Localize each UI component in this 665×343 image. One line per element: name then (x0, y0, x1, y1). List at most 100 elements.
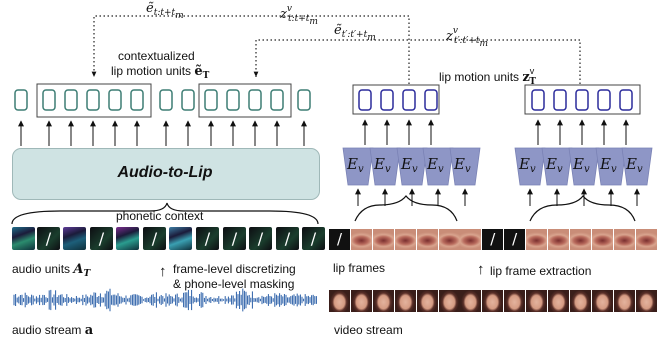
lip-frame (569, 229, 591, 250)
audio-unit-tile: / (37, 227, 60, 250)
encoder-ev (514, 147, 546, 186)
label-e-t-tm: ẽt:t+tm (146, 1, 184, 22)
frame-level-label: frame-level discretizing (173, 262, 296, 276)
video-frame (416, 290, 438, 312)
blue-unit (597, 89, 611, 111)
encoder-ev (396, 147, 428, 186)
lip-motion-units-label: lip motion units zvT (439, 66, 536, 87)
blue-unit (531, 89, 545, 111)
mask-slash: / (310, 229, 317, 248)
lip-frame (548, 229, 569, 250)
lip-frame (591, 229, 613, 250)
green-unit (42, 89, 56, 111)
green-unit (226, 89, 240, 111)
audio-unit-tile (169, 227, 192, 250)
encoder-ev-label: Ev (546, 155, 563, 176)
mask-slash: / (512, 230, 518, 248)
blue-unit (380, 89, 394, 111)
video-frame (460, 290, 482, 312)
up-arrow-icon: ↑ (159, 263, 167, 280)
encoder-ev-label: Ev (626, 155, 643, 176)
video-frame (526, 290, 548, 312)
encoder-ev (369, 147, 401, 186)
mask-slash: / (204, 229, 211, 248)
lip-frame (372, 229, 394, 250)
encoder-ev-label: Ev (573, 155, 590, 176)
video-frame (438, 290, 460, 312)
video-frame (613, 290, 635, 312)
encoder-ev (422, 147, 454, 186)
audio-stream-label: audio stream a (12, 323, 94, 338)
audio-units-label: audio units AT (12, 262, 91, 279)
video-frame (482, 290, 504, 312)
dotted-line-top (91, 15, 410, 84)
lip-frame: / (504, 229, 526, 250)
audio-unit-tile: / (223, 227, 246, 250)
green-unit (64, 89, 78, 111)
lip-frame: / (329, 229, 350, 250)
lip-frame (635, 229, 657, 250)
video-frame (394, 290, 416, 312)
brace-lip-right (529, 195, 636, 222)
label-z-t-tm: zvt:t+tm (280, 4, 318, 27)
green-unit (181, 89, 195, 111)
green-unit (14, 89, 28, 111)
encoder-ev-label: Ev (600, 155, 617, 176)
mask-slash: / (336, 230, 343, 248)
green-unit (130, 89, 144, 111)
lip-frame (460, 229, 482, 250)
blue-unit (619, 89, 633, 111)
audio-unit-tile (63, 227, 86, 250)
contextualized-units-label: lip motion units ẽT (111, 64, 210, 81)
mask-slash: / (490, 230, 496, 248)
blue-group-box (524, 84, 641, 115)
video-stream-label: video stream (334, 323, 403, 337)
encoder-ev-label: Ev (347, 155, 364, 176)
lip-frames-label: lip frames (333, 261, 386, 275)
audio-unit-tile: / (249, 227, 272, 250)
audio-unit-tile: / (276, 227, 299, 250)
encoder-ev-label: Ev (427, 155, 444, 176)
blue-unit (553, 89, 567, 111)
mask-slash: / (284, 229, 291, 248)
audio-unit-tile (12, 227, 35, 250)
phonetic-context-label: phonetic context (116, 209, 204, 223)
mask-slash: / (151, 229, 158, 248)
video-frame (548, 290, 569, 312)
blue-unit (424, 89, 438, 111)
encoder-ev (449, 147, 481, 186)
encoder-ev-label: Ev (519, 155, 536, 176)
lip-frame (613, 229, 635, 250)
unit-boxes (14, 83, 641, 118)
audio-waveform (13, 288, 317, 312)
video-frame (635, 290, 657, 312)
phonetic-context-brace (11, 202, 319, 225)
mask-slash: / (45, 229, 52, 248)
video-frame (350, 290, 372, 312)
lip-frame (350, 229, 372, 250)
lip-frame (416, 229, 438, 250)
green-unit (108, 89, 122, 111)
contextualized-label: contextualized (118, 49, 195, 63)
video-frame (329, 290, 350, 312)
audio-unit-tile: / (196, 227, 219, 250)
audio-unit-tile (116, 227, 139, 250)
green-unit (248, 89, 262, 111)
blue-group-box (352, 84, 440, 115)
mask-slash: / (257, 229, 264, 248)
group-box-right (198, 83, 292, 118)
blue-unit (402, 89, 416, 111)
lip-extraction-label: lip frame extraction (490, 264, 592, 278)
encoders (342, 147, 653, 186)
audio-unit-tile: / (302, 227, 325, 250)
lip-frame: / (482, 229, 504, 250)
mask-slash: / (98, 229, 105, 248)
encoder-ev (342, 147, 374, 186)
group-box-left (36, 83, 152, 118)
green-unit (297, 89, 311, 111)
lip-frame (526, 229, 548, 250)
green-unit (86, 89, 100, 111)
blue-unit (575, 89, 589, 111)
